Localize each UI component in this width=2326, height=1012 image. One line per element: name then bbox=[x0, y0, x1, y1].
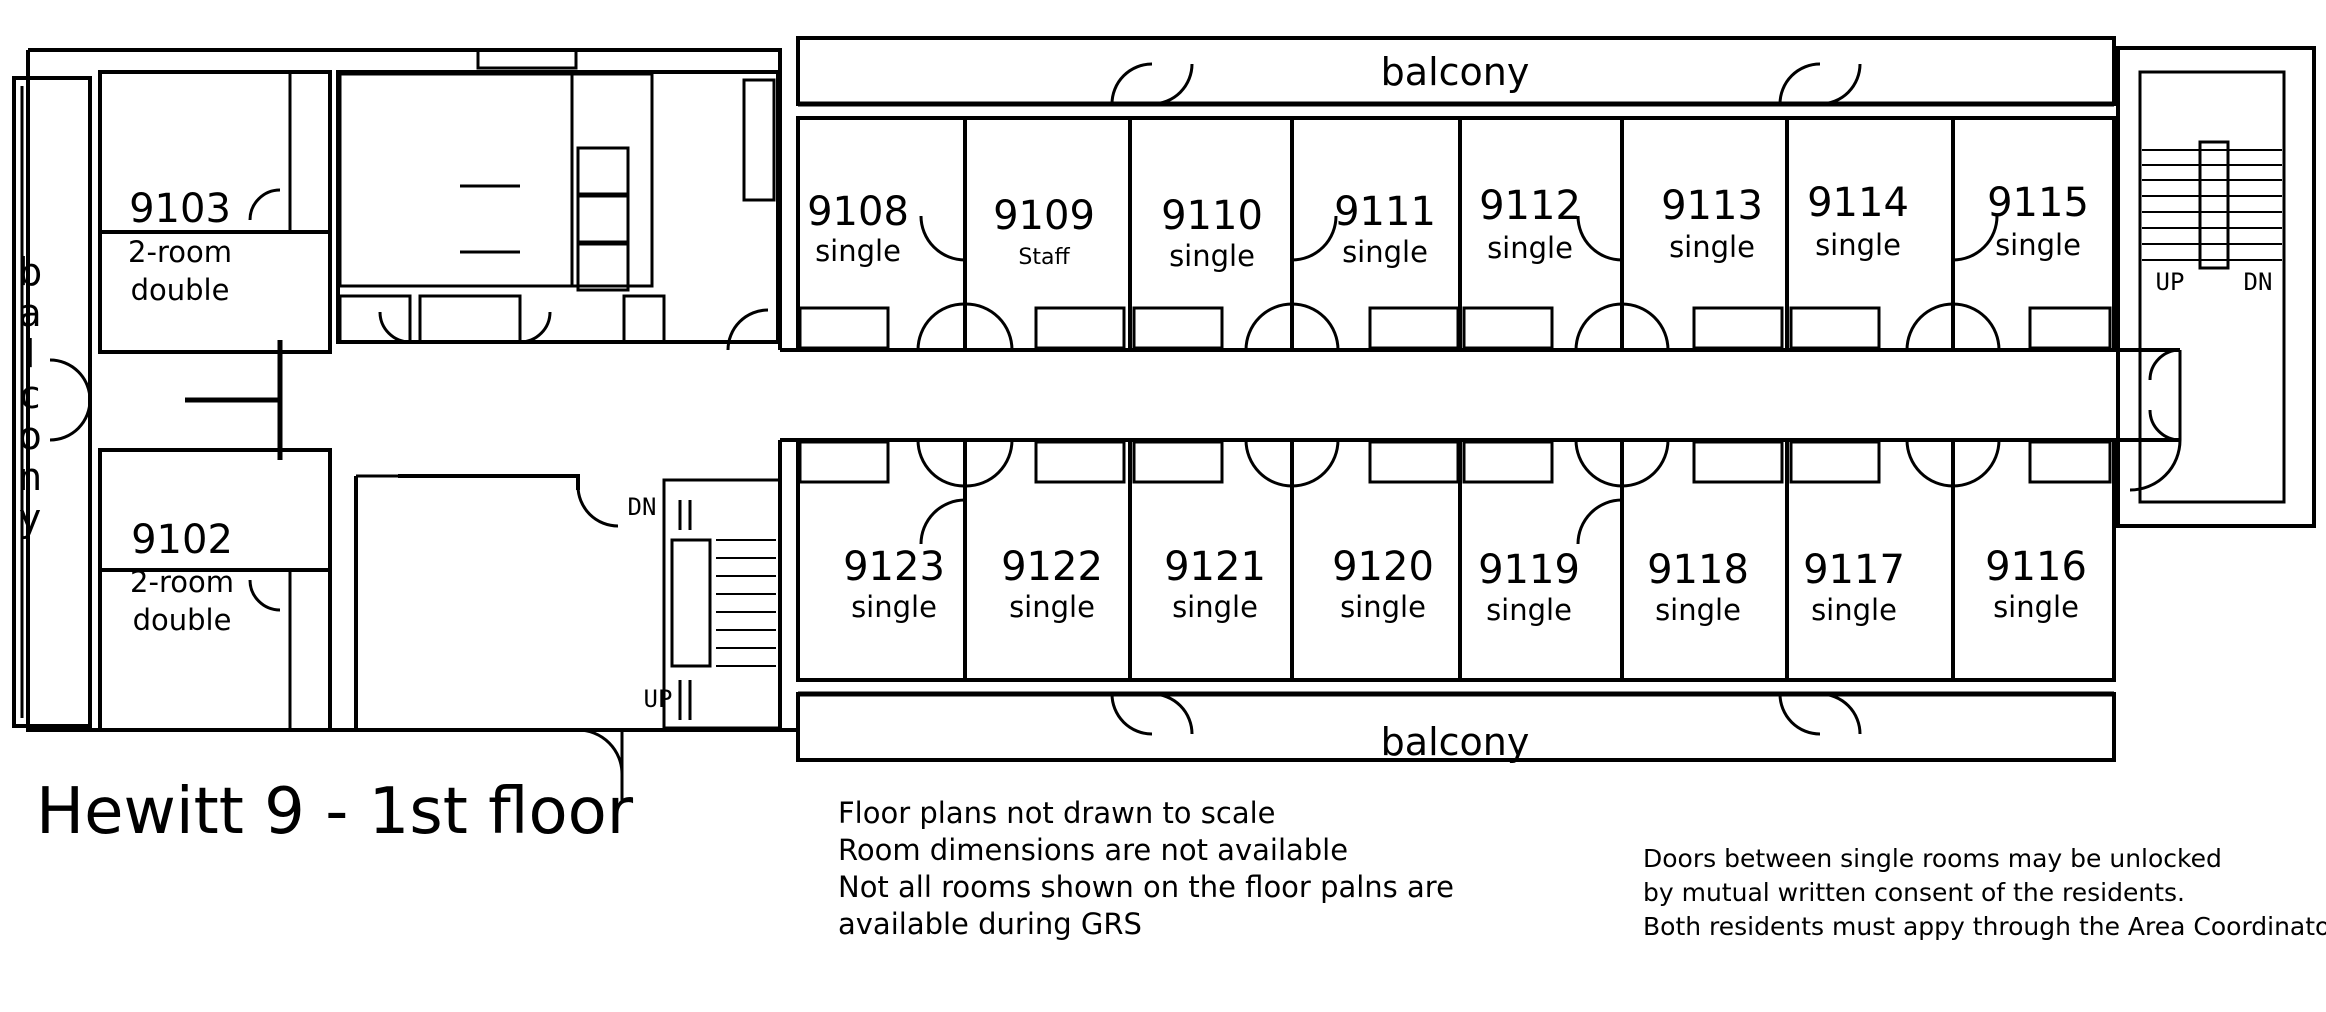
room-type: single bbox=[1993, 590, 2079, 624]
room-number: 9110 bbox=[1161, 193, 1263, 239]
room-type: single bbox=[1172, 590, 1258, 624]
top-room-labels: 9108 single 9109 Staff 9110 single 9111 … bbox=[807, 180, 2089, 273]
room-type: double bbox=[133, 603, 232, 637]
floor-title: Hewitt 9 - 1st floor bbox=[36, 775, 634, 849]
room-type: single bbox=[1669, 230, 1755, 264]
east-stair-up-label: UP bbox=[2156, 268, 2185, 296]
room-number: 9121 bbox=[1164, 544, 1266, 590]
top-room-walls bbox=[796, 62, 2116, 352]
room-number: 9112 bbox=[1479, 183, 1581, 229]
room-number: 9116 bbox=[1985, 544, 2087, 590]
room-type: 2-room bbox=[130, 565, 234, 599]
bottom-room-walls bbox=[796, 438, 2116, 736]
room-type: single bbox=[1340, 590, 1426, 624]
note-line: Both residents must appy through the Are… bbox=[1643, 912, 2326, 941]
top-balcony-label: balcony bbox=[1381, 50, 1530, 94]
room-type: Staff bbox=[1018, 245, 1070, 270]
room-type: single bbox=[815, 234, 901, 268]
room-type: 2-room bbox=[128, 235, 232, 269]
building-walls bbox=[26, 46, 2316, 732]
notes-right: Doors between single rooms may be unlock… bbox=[1643, 844, 2326, 941]
room-number: 9122 bbox=[1001, 544, 1103, 590]
room-number: 9123 bbox=[843, 544, 945, 590]
room-type: single bbox=[1009, 590, 1095, 624]
svg-text:o: o bbox=[18, 414, 41, 458]
svg-text:l: l bbox=[25, 332, 36, 376]
room-number: 9113 bbox=[1661, 183, 1763, 229]
west-stair-down-label: DN bbox=[628, 493, 657, 521]
svg-text:b: b bbox=[18, 250, 42, 294]
room-number: 9120 bbox=[1332, 544, 1434, 590]
note-line: Doors between single rooms may be unlock… bbox=[1643, 844, 2222, 873]
note-line: available during GRS bbox=[838, 907, 1142, 941]
lounge bbox=[354, 474, 624, 800]
room-number: 9119 bbox=[1478, 547, 1580, 593]
bottom-balcony-label: balcony bbox=[1381, 720, 1530, 764]
room-type: single bbox=[1487, 231, 1573, 265]
room-number: 9109 bbox=[993, 193, 1095, 239]
room-type: single bbox=[1342, 235, 1428, 269]
svg-text:a: a bbox=[18, 291, 41, 335]
room-number: 9102 bbox=[131, 517, 233, 563]
room-type: single bbox=[1995, 228, 2081, 262]
east-stairwell bbox=[2129, 140, 2282, 492]
room-number: 9115 bbox=[1987, 180, 2089, 226]
room-number: 9117 bbox=[1803, 547, 1905, 593]
room-type: single bbox=[1655, 593, 1741, 627]
left-suite-walls bbox=[49, 70, 332, 732]
room-number: 9114 bbox=[1807, 180, 1909, 226]
svg-text:n: n bbox=[18, 455, 42, 499]
room-number: 9103 bbox=[129, 186, 231, 232]
room-number: 9118 bbox=[1647, 547, 1749, 593]
note-line: Floor plans not drawn to scale bbox=[838, 796, 1276, 830]
svg-text:y: y bbox=[19, 496, 42, 540]
room-type: single bbox=[1811, 593, 1897, 627]
room-type: double bbox=[131, 273, 230, 307]
east-stair-down-label: DN bbox=[2244, 268, 2273, 296]
room-number: 9111 bbox=[1334, 189, 1436, 235]
notes-center: Floor plans not drawn to scale Room dime… bbox=[838, 796, 1454, 941]
note-line: Room dimensions are not available bbox=[838, 833, 1348, 867]
room-type: single bbox=[1815, 228, 1901, 262]
room-number: 9108 bbox=[807, 189, 909, 235]
room-type: single bbox=[851, 590, 937, 624]
bottom-room-labels: 9123 single 9122 single 9121 single 9120… bbox=[843, 544, 2087, 627]
room-type: single bbox=[1169, 239, 1255, 273]
note-line: Not all rooms shown on the floor palns a… bbox=[838, 870, 1454, 904]
room-type: single bbox=[1486, 593, 1572, 627]
bathroom-block bbox=[336, 48, 780, 351]
left-room-labels: 9103 2-room double 9102 2-room double bbox=[128, 186, 234, 637]
top-balcony bbox=[796, 36, 2116, 107]
left-balcony-label: b a l c o n y bbox=[18, 250, 42, 540]
west-stairwell bbox=[662, 478, 782, 730]
svg-text:c: c bbox=[20, 373, 41, 417]
bottom-balcony bbox=[796, 691, 2116, 762]
note-line: by mutual written consent of the residen… bbox=[1643, 878, 2185, 907]
west-stair-up-label: UP bbox=[644, 685, 673, 713]
